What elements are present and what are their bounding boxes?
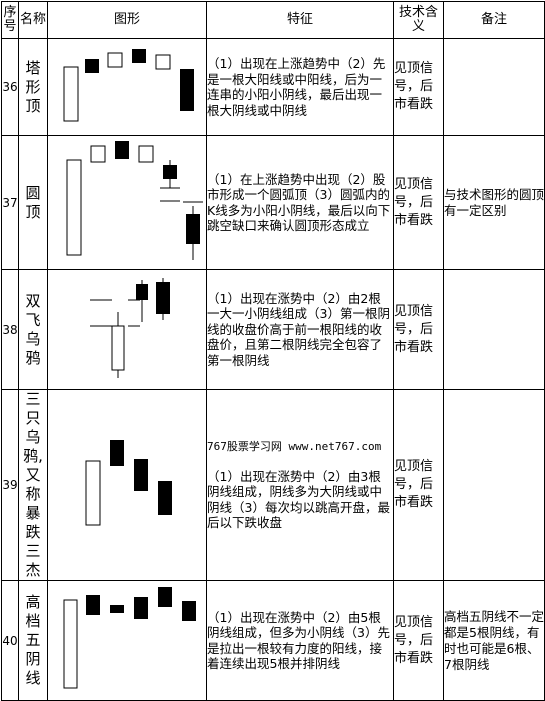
- pattern-note: 高档五阴线不一定都是5根阴线，有时也可能是6根、7根阴线: [443, 580, 545, 701]
- pattern-meaning: 见顶信号，后市看跌: [393, 580, 444, 701]
- pattern-diagram: [47, 135, 207, 270]
- pattern-diagram: [47, 38, 207, 136]
- row-number: 38: [1, 269, 19, 390]
- header-row: 序号 名称 图形 特征 技术含义 备注: [1, 1, 545, 39]
- five-black-candles: [63, 587, 196, 689]
- pattern-diagram: [47, 580, 207, 701]
- table-row: 38 双飞乌鸦 （1）出现在涨势中（2）由2根一大一小阴线组成（3）第一根阴线的…: [1, 269, 545, 390]
- pattern-note: [443, 389, 545, 581]
- row-number: 40: [1, 580, 19, 701]
- row-number: 37: [1, 135, 19, 270]
- table-row: 37 圆顶 （1）在上涨趋势中出现（2）股市形成一个圆弧顶（3）圆弧内的K线多为…: [1, 135, 545, 270]
- pattern-note: [443, 38, 545, 136]
- pattern-name: 高档五阴线: [18, 580, 48, 701]
- table-row: 36 塔形顶 （1）出现在上涨趋势中（2）先是一根大阳线或中阳线，后为一连串的小…: [1, 38, 545, 136]
- pattern-note: 与技术图形的圆顶有一定区别: [443, 135, 545, 270]
- pattern-meaning: 见顶信号，后市看跌: [393, 389, 444, 581]
- three-crows-candles: [85, 440, 172, 526]
- pattern-name: 塔形顶: [18, 38, 48, 136]
- pattern-diagram: [47, 389, 207, 581]
- pattern-diagram: [47, 269, 207, 390]
- header-shape: 图形: [47, 1, 207, 39]
- pattern-feature: 767股票学习网 www.net767.com （1）出现在涨势中（2）由3根阴…: [206, 389, 394, 581]
- pattern-name: 三只乌鸦,又称暴跌三杰: [18, 389, 48, 581]
- pattern-meaning: 见顶信号，后市看跌: [393, 38, 444, 136]
- tower-top-candles: [63, 49, 194, 122]
- pattern-meaning: 见顶信号，后市看跌: [393, 269, 444, 390]
- pattern-name: 双飞乌鸦: [18, 269, 48, 390]
- header-name: 名称: [18, 1, 48, 39]
- header-no: 序号: [1, 1, 19, 39]
- double-crows-candles: [90, 278, 170, 378]
- header-feature: 特征: [206, 1, 394, 39]
- pattern-feature-text: （1）出现在涨势中（2）由3根阴线组成，阴线多为大阴线或中阴线（3）每次均以跳高…: [207, 468, 390, 531]
- table-row: 40 高档五阴线 （1）出现在涨势中（2）由5根阴线组成，但多为小阴线（3）先是…: [1, 580, 545, 701]
- site-watermark: 767股票学习网 www.net767.com: [207, 440, 382, 454]
- pattern-feature: （1）在上涨趋势中出现（2）股市形成一个圆弧顶（3）圆弧内的K线多为小阳小阴线，…: [206, 135, 394, 270]
- pattern-note: [443, 269, 545, 390]
- pattern-name: 圆顶: [18, 135, 48, 270]
- row-number: 36: [1, 38, 19, 136]
- row-number: 39: [1, 389, 19, 581]
- pattern-feature: （1）出现在涨势中（2）由5根阴线组成，但多为小阴线（3）先是拉出一根较有力度的…: [206, 580, 394, 701]
- header-meaning: 技术含义: [393, 1, 444, 39]
- table-row: 39 三只乌鸦,又称暴跌三杰 767股票学习网 www.net767.com （…: [1, 389, 545, 581]
- pattern-feature: （1）出现在上涨趋势中（2）先是一根大阳线或中阳线，后为一连串的小阳小阴线，最后…: [206, 38, 394, 136]
- round-top-candles: [66, 141, 203, 260]
- header-note: 备注: [443, 1, 545, 39]
- pattern-feature: （1）出现在涨势中（2）由2根一大一小阴线组成（3）第一根阴线的收盘价高于前一根…: [206, 269, 394, 390]
- pattern-meaning: 见顶信号，后市看跌: [393, 135, 444, 270]
